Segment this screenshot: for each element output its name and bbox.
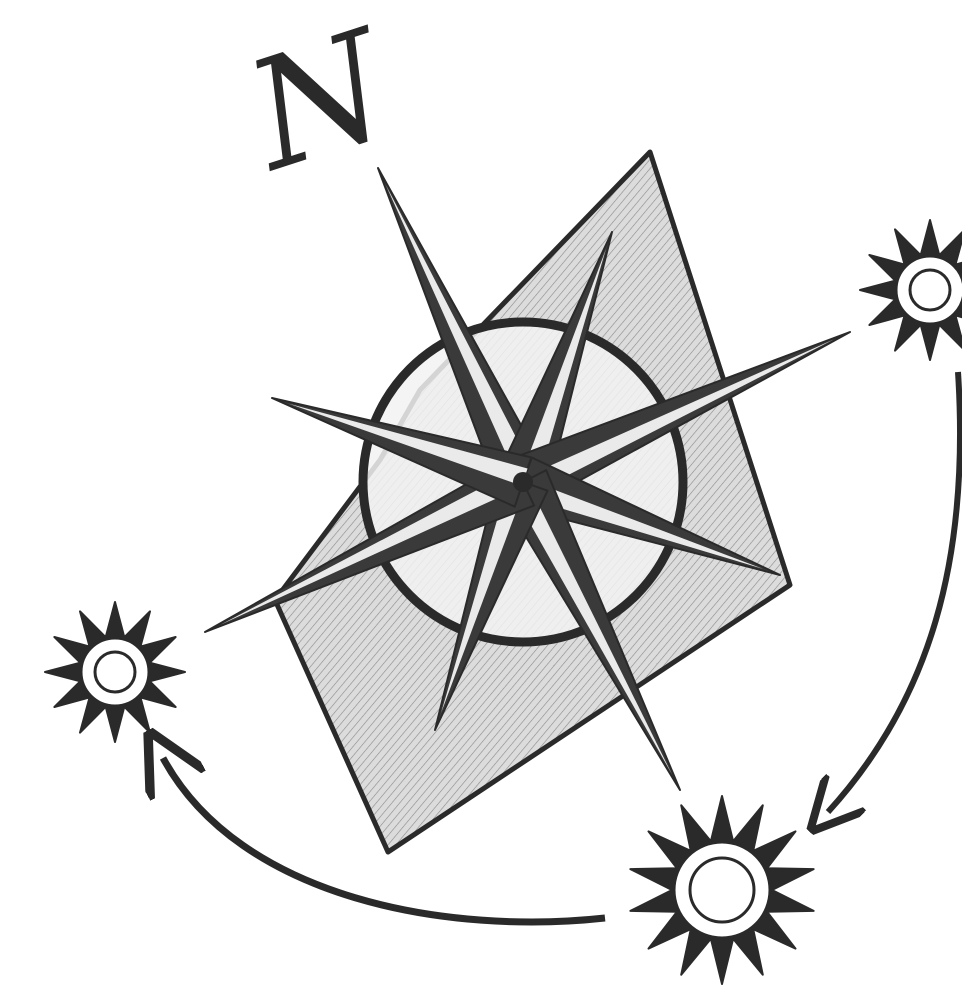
- sun-icon: [630, 796, 813, 984]
- sun-core: [910, 270, 950, 310]
- sun-icon: [45, 602, 185, 742]
- sun-core: [690, 858, 754, 922]
- arrow-right-to-bottom: [828, 372, 960, 812]
- sun-icon: [860, 220, 962, 360]
- sun-core: [95, 652, 135, 692]
- north-label: N: [227, 0, 413, 205]
- star-center: [513, 472, 533, 492]
